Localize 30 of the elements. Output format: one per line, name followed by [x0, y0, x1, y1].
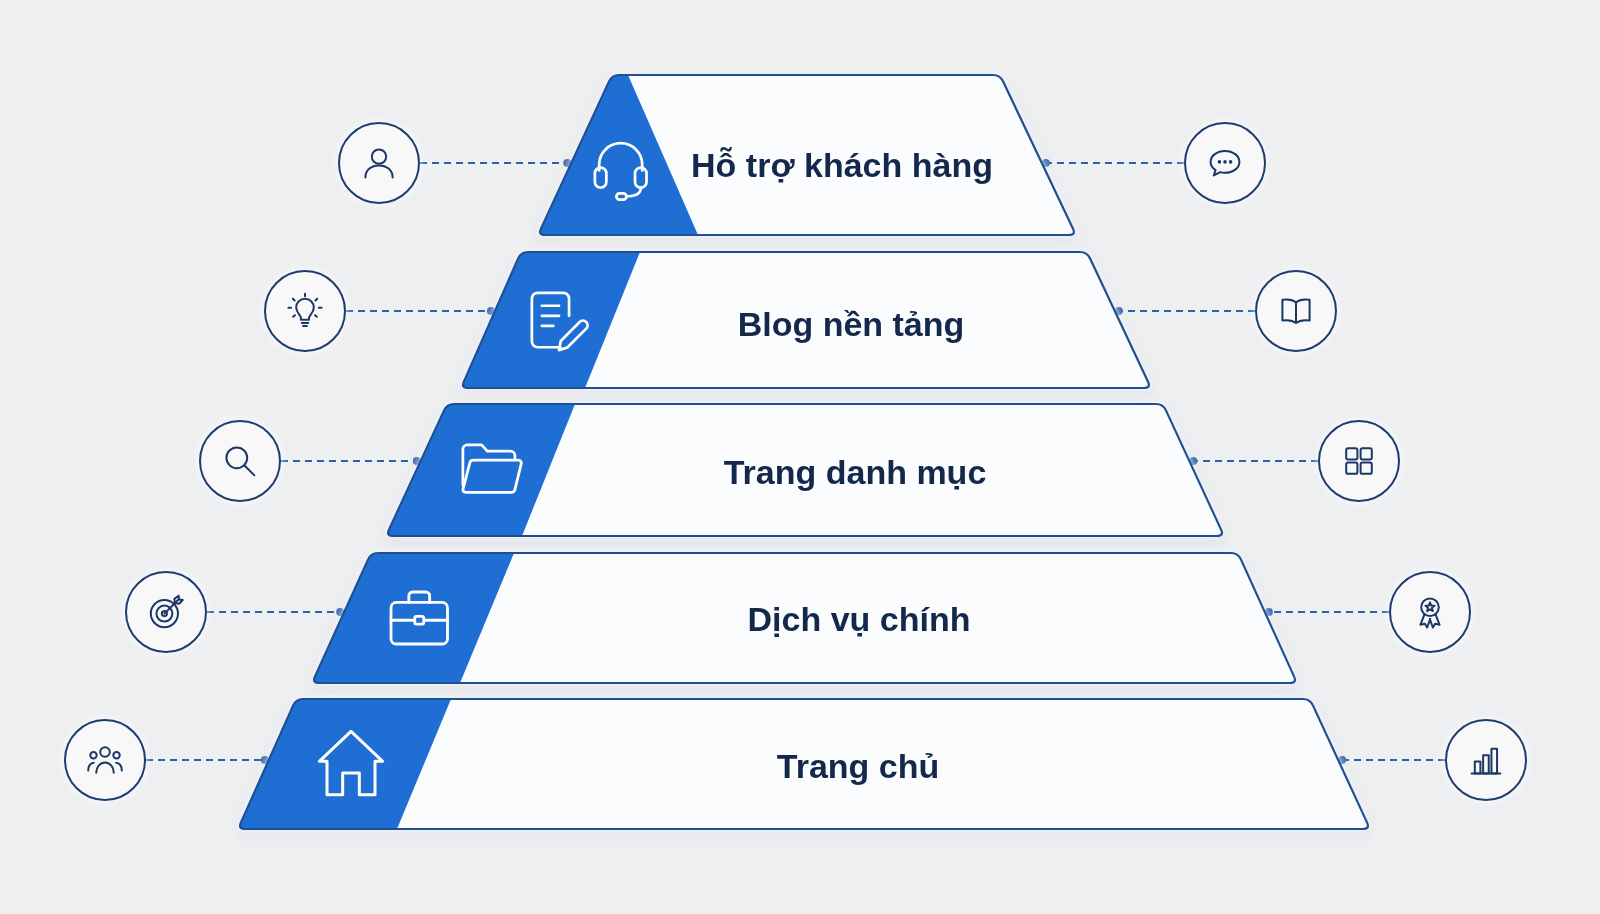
leader-line — [1338, 756, 1446, 764]
pyramid-tier — [236, 697, 1372, 831]
bar-chart-icon — [1444, 718, 1528, 802]
leader-line — [419, 159, 572, 167]
tier-label: Hỗ trợ khách hàng — [691, 144, 993, 186]
tier-label: Dịch vụ chính — [747, 598, 971, 640]
tier-label: Trang chủ — [776, 745, 940, 787]
target-icon — [124, 570, 208, 654]
pyramid-tier — [459, 250, 1153, 390]
leader-line — [1264, 608, 1390, 616]
leader-line — [206, 608, 345, 616]
leader-line — [345, 307, 495, 315]
leader-line — [1189, 457, 1319, 465]
open-book-icon — [1254, 269, 1338, 353]
tier-label: Blog nền tảng — [737, 303, 965, 345]
leader-line — [280, 457, 421, 465]
pyramid-tier — [536, 73, 1078, 237]
leader-line — [1041, 159, 1185, 167]
grid-icon — [1317, 419, 1401, 503]
leader-line — [145, 756, 269, 764]
leader-line — [1114, 307, 1256, 315]
chat-bubble-icon — [1183, 121, 1267, 205]
tier-label: Trang danh mục — [723, 451, 987, 493]
lightbulb-icon — [263, 269, 347, 353]
award-ribbon-icon — [1388, 570, 1472, 654]
pyramid-tier — [384, 402, 1226, 538]
people-icon — [63, 718, 147, 802]
user-icon — [337, 121, 421, 205]
pyramid-tier — [310, 551, 1299, 685]
search-icon — [198, 419, 282, 503]
